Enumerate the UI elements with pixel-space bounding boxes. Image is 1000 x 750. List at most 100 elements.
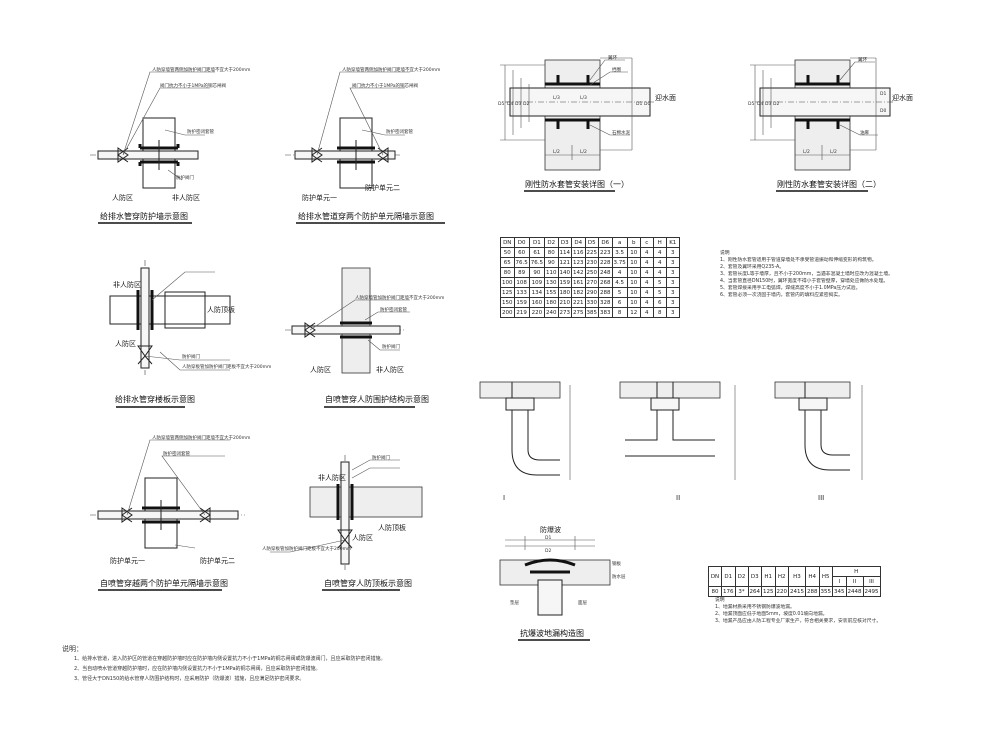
leader-note: 阀门抗力不小于1MPa的铜芯闸阀 — [160, 82, 227, 89]
table-cell: 219 — [513, 307, 530, 318]
leader-note: 石棉水泥 — [612, 129, 630, 136]
column-header: H — [652, 237, 667, 248]
drawing-pipe-through-protective-wall: 人防穿墙管两侧加防护阀门距墙不宜大于200mm 阀门抗力不小于1MPa的铜芯闸阀… — [90, 66, 250, 224]
table-cell: 150 — [500, 297, 515, 308]
dimension-label: D5 — [498, 101, 504, 107]
dimension-label: L/3 — [553, 95, 560, 101]
column-header: K1 — [665, 237, 680, 248]
leader-note: 防护阀门 — [176, 174, 194, 181]
leader-note: 人防穿板管加防护阀门距板不宜大于200mm — [262, 545, 351, 552]
table-cell: 2495 — [862, 586, 881, 597]
table-cell: 76.5 — [513, 257, 530, 268]
zone-label: 防护单元二 — [200, 556, 235, 565]
table-cell: 4 — [639, 287, 654, 298]
dimension-label: D1 — [636, 101, 642, 107]
table-cell: 270 — [584, 277, 599, 288]
table-cell: 6 — [652, 297, 667, 308]
drawing-title: 刚性防水套管安装详图（二） — [777, 179, 881, 189]
notes-title: 说明： — [62, 645, 83, 653]
table-cell: 4 — [611, 267, 628, 278]
drawing-sprinkler-through-unit-partition: 人防穿墙管两侧加防护阀门距墙不宜大于200mm 防护密闭套管 防护单元一 防护单… — [90, 434, 250, 591]
table-cell: 80 — [708, 586, 722, 597]
leader-note: 翼环 — [608, 55, 617, 61]
table-cell: 275 — [571, 307, 586, 318]
zone-label: 人防区 — [112, 193, 133, 202]
zone-label: 防护单元二 — [365, 183, 400, 192]
leader-note: 防护密闭套管 — [380, 306, 407, 313]
table-cell: 3 — [665, 307, 680, 318]
zone-label: 人防顶板 — [378, 523, 406, 532]
dimension-label: L/3 — [580, 95, 587, 101]
note-item: 6、套管必须一次浇固于墙内，套管内的填料应紧密捣实。 — [720, 293, 843, 298]
drawing-title: 自喷管穿人防围护结构示意图 — [325, 394, 429, 404]
note-item: 3、地漏产品应由人防工程专业厂家生产，符合相关要求，安装前应核对尺寸。 — [715, 619, 882, 624]
dimension-label: D1 — [880, 91, 886, 97]
table-cell: 60 — [513, 247, 530, 258]
table-cell: 90 — [528, 267, 546, 278]
column-header: D4 — [571, 237, 586, 248]
column-header: D3 — [557, 237, 572, 248]
table-cell: 89 — [513, 267, 530, 278]
table-cell: 142 — [571, 267, 586, 278]
table-cell: 108 — [513, 277, 530, 288]
drawing-title: 抗爆波地漏构造图 — [520, 628, 584, 638]
column-header: b — [626, 237, 641, 248]
table-cell: 3 — [665, 287, 680, 298]
dimension-label: L/2 — [803, 149, 810, 155]
table-cell: 228 — [598, 257, 613, 268]
table-cell: 182 — [571, 287, 586, 298]
table-cell: 8 — [652, 307, 667, 318]
note-item: 3、套管长度L等于墙厚，且不小于200mm，当遇非混凝土墙时应改为混凝土墙。 — [720, 272, 893, 277]
table-cell: 4 — [652, 247, 667, 258]
table-cell: 3.75 — [611, 257, 628, 268]
table-cell: 3* — [734, 586, 749, 597]
table-cell: 125 — [500, 287, 515, 298]
drain-part-label: 防水层 — [612, 573, 626, 580]
column-header: D3 — [747, 566, 762, 587]
dimension-label: D3 — [515, 101, 521, 107]
drawing-rigid-waterproof-sleeve-1: D5 D4 D3 D2 D1 D0 L/2 L/2 L/3 L/3 翼环 挡圈 … — [498, 55, 676, 192]
table-cell: 4 — [652, 257, 667, 268]
leader-note: 防护密闭套管 — [386, 128, 413, 135]
dimension-label: D0 — [880, 108, 886, 114]
table-cell: 200 — [500, 307, 515, 318]
dimension-label: L/2 — [830, 149, 837, 155]
view-label: II — [676, 494, 680, 502]
leader-note: 防护阀门 — [372, 454, 390, 461]
note-item: 2、当自动喷水管道穿越防护墙时，应在防护墙内侧设置抗力不小于1MPa的铜芯闸阀，… — [74, 666, 321, 672]
column-header: H5 — [818, 566, 833, 587]
leader-note: 防护阀门 — [182, 353, 200, 360]
drawing-title: 给排水管道穿两个防护单元隔墙示意图 — [298, 211, 434, 221]
table-cell: 123 — [571, 257, 586, 268]
drain-part-label: 面层 — [578, 600, 587, 606]
table-cell: 4 — [639, 247, 654, 258]
table-cell: 125 — [761, 586, 776, 597]
dimension-label: D4 — [757, 101, 763, 107]
zone-label: 防护单元一 — [302, 193, 337, 202]
table-cell: 180 — [557, 287, 572, 298]
table-cell: 328 — [598, 297, 613, 308]
table-cell: 385 — [584, 307, 599, 318]
table-cell: 3 — [665, 267, 680, 278]
table-cell: 4.5 — [611, 277, 628, 288]
table-cell: 268 — [598, 277, 613, 288]
leader-note: 防护阀门 — [382, 343, 400, 350]
table-cell: 355 — [818, 586, 833, 597]
table-cell: 134 — [528, 287, 546, 298]
table-cell: 264 — [747, 586, 762, 597]
table-cell: 155 — [544, 287, 559, 298]
drawing-anti-blast-floor-drain: 防爆波 D1 D2 钢板 防水层 垫层 面层 抗爆波地漏构造图 — [499, 525, 626, 641]
zone-label: 人防区 — [115, 339, 136, 348]
leader-note: 防护密闭套管 — [187, 128, 214, 135]
column-header: H4 — [805, 566, 820, 587]
zone-label: 非人防区 — [172, 193, 200, 202]
column-header: III — [862, 576, 881, 587]
table-cell: 180 — [544, 297, 559, 308]
